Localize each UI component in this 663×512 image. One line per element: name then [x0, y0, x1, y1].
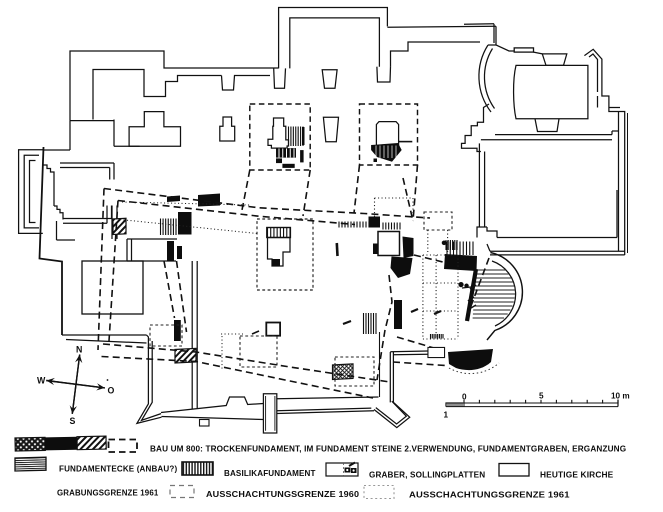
svg-text:GRABUNGSGRENZE 1961: GRABUNGSGRENZE 1961: [57, 488, 159, 497]
svg-text:5: 5: [539, 392, 544, 401]
svg-text:BASILIKAFUNDAMENT: BASILIKAFUNDAMENT: [224, 468, 316, 478]
svg-text:1: 1: [444, 411, 449, 420]
svg-text:0: 0: [462, 393, 467, 402]
svg-text:O: O: [108, 386, 115, 396]
svg-text:10 m: 10 m: [611, 392, 630, 401]
svg-text:W: W: [37, 376, 46, 386]
svg-text:N: N: [76, 345, 83, 355]
svg-text:AUSSCHACHTUNGSGRENZE 1961: AUSSCHACHTUNGSGRENZE 1961: [409, 490, 570, 500]
svg-text:HEUTIGE KIRCHE: HEUTIGE KIRCHE: [540, 469, 614, 479]
svg-text:AUSSCHACHTUNGSGRENZE 1960: AUSSCHACHTUNGSGRENZE 1960: [206, 489, 359, 499]
svg-text:S: S: [70, 416, 76, 426]
svg-text:FUNDAMENTECKE (ANBAU?): FUNDAMENTECKE (ANBAU?): [59, 463, 177, 473]
svg-text:BAU UM 800: TROCKENFUNDAMENT,: BAU UM 800: TROCKENFUNDAMENT, IM FUNDAME…: [150, 443, 626, 453]
svg-text:GRABER, SOLLINGPLATTEN: GRABER, SOLLINGPLATTEN: [369, 469, 485, 479]
